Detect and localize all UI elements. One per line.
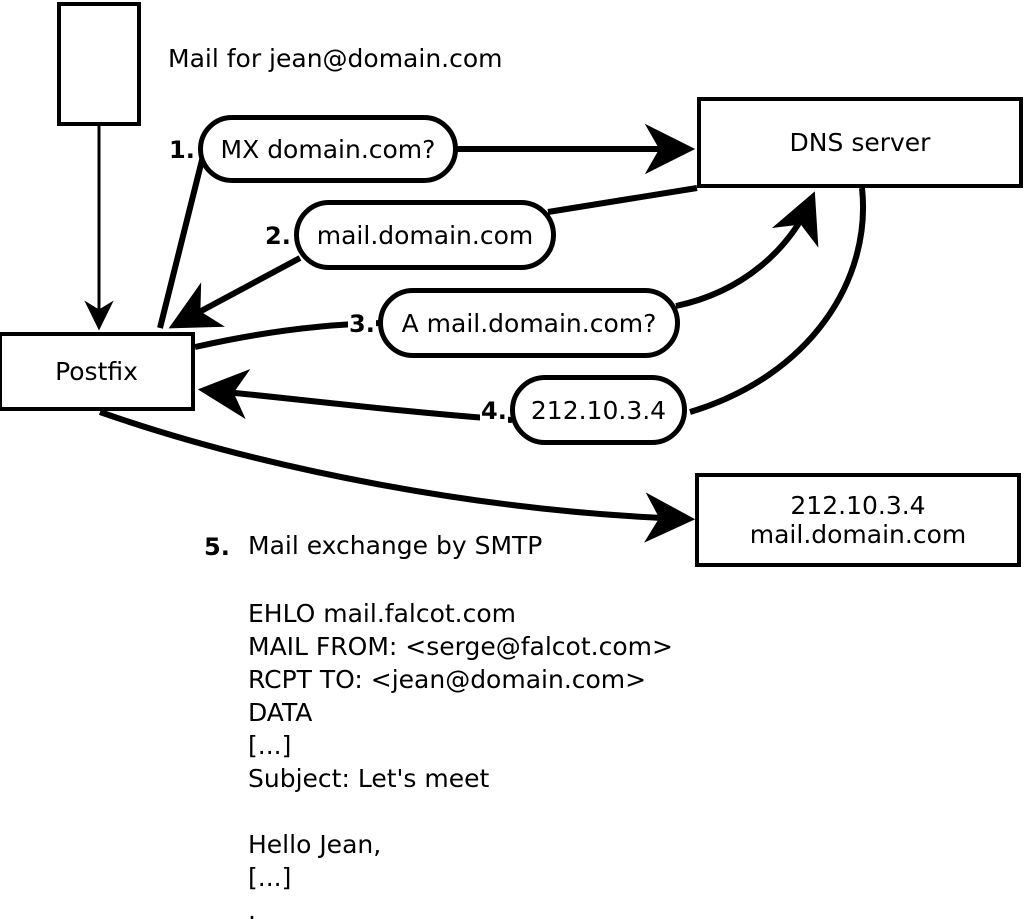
connector-step1-out [157,147,208,329]
step-1-capsule: MX domain.com? [198,115,458,183]
step-5-label: Mail exchange by SMTP [248,531,543,560]
connector-step4-from-dns [689,187,866,415]
step-2-number: 2. [264,222,292,250]
step-1-label: MX domain.com? [220,134,436,164]
step-3-label: A mail.domain.com? [401,308,657,338]
connector-step3-to-dns [675,191,819,309]
node-target-server-host: mail.domain.com [749,520,967,549]
step-2-capsule: mail.domain.com [294,200,556,270]
step-3-number: 3. [348,310,376,338]
connector-step2-from-dns [547,185,698,215]
node-client [57,2,141,126]
smtp-transcript: EHLO mail.falcot.com MAIL FROM: <serge@f… [248,599,673,919]
step-5-number: 5. [204,533,230,561]
step-4-capsule: 212.10.3.4 [510,375,687,445]
step-4-number: 4. [480,397,508,425]
node-target-server-ip: 212.10.3.4 [790,490,926,520]
node-target-server: 212.10.3.4 mail.domain.com [695,473,1021,567]
connector-step4-to-postfix [197,368,513,423]
step-2-label: mail.domain.com [316,220,534,250]
page-title: Mail for jean@domain.com [168,44,503,73]
step-1-number: 1. [168,136,196,164]
connector-step2-to-postfix [168,255,302,329]
node-postfix-label: Postfix [55,356,138,386]
node-dns-server: DNS server [697,97,1023,188]
step-4-label: 212.10.3.4 [530,395,667,425]
node-postfix: Postfix [0,332,195,411]
node-dns-server-label: DNS server [789,127,931,157]
step-3-capsule: A mail.domain.com? [378,288,680,358]
